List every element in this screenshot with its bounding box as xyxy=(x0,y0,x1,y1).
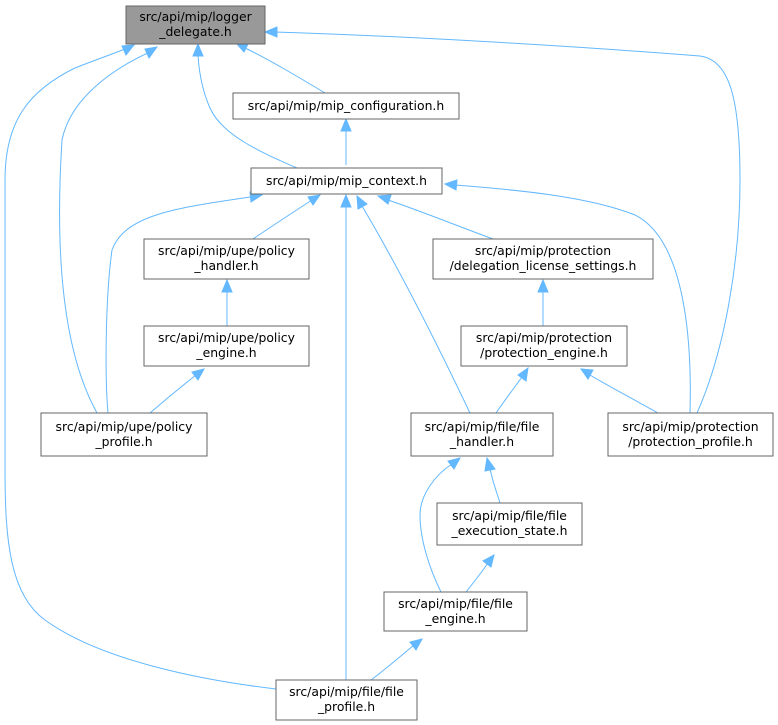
edge-protection-engine-to-delegation-license-settings xyxy=(537,278,549,326)
node-logger-delegate-line-1: src/api/mip/logger xyxy=(139,9,252,24)
node-file-handler-line-2: _handler.h xyxy=(449,434,514,449)
node-policy-profile[interactable]: src/api/mip/upe/policy _profile.h xyxy=(40,412,208,457)
node-delegation-license-settings[interactable]: src/api/mip/protection /delegation_licen… xyxy=(432,238,654,280)
node-file-engine-line-1: src/api/mip/file/file xyxy=(398,596,513,611)
edge-protection-profile-to-logger-delegate xyxy=(263,26,741,414)
edge-policy-engine-to-policy-handler xyxy=(221,278,233,326)
node-file-execution-state[interactable]: src/api/mip/file/file _execution_state.h xyxy=(436,502,583,546)
node-delegation-license-settings-line-2: /delegation_license_settings.h xyxy=(450,258,637,273)
node-file-profile-line-2: _profile.h xyxy=(317,699,375,714)
edge-policy-handler-to-mip-context xyxy=(252,194,322,240)
node-mip-configuration[interactable]: src/api/mip/mip_configuration.h xyxy=(232,92,460,120)
node-file-execution-state-line-1: src/api/mip/file/file xyxy=(452,508,567,523)
edge-file-engine-to-file-handler xyxy=(419,457,461,593)
node-policy-engine-line-2: _engine.h xyxy=(195,345,256,360)
node-policy-profile-line-2: _profile.h xyxy=(94,434,152,449)
node-logger-delegate-line-2: _delegate.h xyxy=(158,24,231,39)
node-policy-engine-line-1: src/api/mip/upe/policy xyxy=(158,330,295,345)
node-file-engine-line-2: _engine.h xyxy=(424,611,485,626)
node-delegation-license-settings-line-1: src/api/mip/protection xyxy=(475,243,611,258)
edge-file-engine-to-file-execution-state xyxy=(465,554,495,593)
edge-file-execution-state-to-file-handler xyxy=(484,456,501,504)
edge-mip-configuration-to-logger-delegate xyxy=(234,42,326,94)
edge-policy-profile-to-logger-delegate xyxy=(59,46,159,414)
node-policy-handler-line-1: src/api/mip/upe/policy xyxy=(158,243,295,258)
graph-edges xyxy=(4,26,741,690)
edge-mip-context-to-logger-delegate xyxy=(192,42,298,169)
node-protection-engine[interactable]: src/api/mip/protection /protection_engin… xyxy=(460,325,628,367)
edge-file-profile-to-mip-context xyxy=(340,193,352,680)
edge-protection-profile-to-protection-engine xyxy=(579,368,659,414)
edge-mip-context-to-mip-configuration xyxy=(340,117,352,165)
node-policy-engine[interactable]: src/api/mip/upe/policy _engine.h xyxy=(143,325,310,367)
edge-file-profile-to-file-engine xyxy=(370,638,423,681)
edge-file-profile-to-logger-delegate xyxy=(4,44,277,690)
graph-nodes: src/api/mip/logger _delegate.h src/api/m… xyxy=(40,5,774,721)
node-policy-profile-line-1: src/api/mip/upe/policy xyxy=(56,419,193,434)
node-file-handler-line-1: src/api/mip/file/file xyxy=(425,419,540,434)
node-policy-handler-line-2: _handler.h xyxy=(193,258,258,273)
node-logger-delegate[interactable]: src/api/mip/logger _delegate.h xyxy=(125,5,266,45)
edge-delegation-license-settings-to-mip-context xyxy=(376,194,494,240)
node-file-profile[interactable]: src/api/mip/file/file _profile.h xyxy=(275,679,418,721)
edge-file-handler-to-protection-engine xyxy=(495,366,529,414)
edge-protection-profile-to-mip-context xyxy=(443,179,691,414)
edge-policy-profile-to-policy-engine xyxy=(149,368,205,414)
node-mip-configuration-label: src/api/mip/mip_configuration.h xyxy=(248,98,444,113)
edge-policy-profile-to-mip-context xyxy=(105,191,264,414)
node-file-engine[interactable]: src/api/mip/file/file _engine.h xyxy=(383,591,528,632)
node-protection-profile-line-2: /protection_profile.h xyxy=(628,434,753,449)
node-protection-engine-line-2: /protection_engine.h xyxy=(480,345,608,360)
node-file-profile-line-1: src/api/mip/file/file xyxy=(289,684,404,699)
node-protection-profile[interactable]: src/api/mip/protection /protection_profi… xyxy=(607,412,774,457)
edge-file-handler-to-mip-context xyxy=(356,194,471,414)
node-file-handler[interactable]: src/api/mip/file/file _handler.h xyxy=(410,412,554,457)
node-protection-engine-line-1: src/api/mip/protection xyxy=(476,330,612,345)
node-mip-context[interactable]: src/api/mip/mip_context.h xyxy=(250,167,443,195)
node-protection-profile-line-1: src/api/mip/protection xyxy=(622,419,758,434)
node-policy-handler[interactable]: src/api/mip/upe/policy _handler.h xyxy=(143,238,310,280)
node-mip-context-label: src/api/mip/mip_context.h xyxy=(266,173,427,188)
node-file-execution-state-line-2: _execution_state.h xyxy=(451,523,568,538)
